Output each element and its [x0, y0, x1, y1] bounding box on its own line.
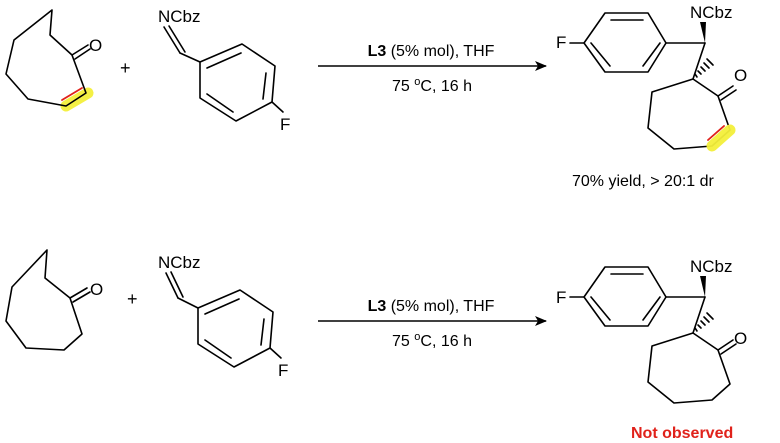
benzene-inner-bonds: [204, 298, 265, 359]
benzene-inner-bonds: [590, 19, 661, 67]
reactant-imine: NCbz F: [158, 253, 288, 380]
not-observed-result: Not observed: [631, 425, 733, 442]
highlight-glow: [706, 124, 736, 152]
imine-nitrogen-label: NCbz: [158, 253, 201, 272]
reactant-cycloheptenone: O: [5, 9, 102, 112]
imine-nitrogen-label: NCbz: [158, 7, 201, 26]
benzene-ring: [197, 289, 274, 368]
wedge-bond-n: [700, 276, 706, 297]
yield-dr-result: 70% yield, > 20:1 dr: [572, 173, 715, 190]
benzene-ring: [583, 12, 667, 73]
alkene-second-bond: [707, 125, 725, 141]
oxygen-label: O: [89, 36, 102, 55]
reaction-1: O + NCbz F L3 (5% mol), THF 75 oC, 16 h …: [5, 3, 747, 190]
reaction-arrow-2: L3 (5% mol), THF 75 oC, 16 h: [318, 298, 547, 350]
imine-nitrogen-label: NCbz: [690, 257, 733, 276]
reaction-arrow-1: L3 (5% mol), THF 75 oC, 16 h: [318, 43, 547, 95]
catalyst-label: L3: [368, 298, 387, 315]
reaction-2: O + NCbz F L3 (5% mol), THF 75 oC, 16 h …: [5, 249, 747, 442]
imine-bonds: [163, 25, 186, 54]
fluorine-label: F: [280, 115, 290, 134]
wedge-bond-n: [700, 22, 706, 43]
plus-sign: +: [120, 58, 131, 78]
methyl-hash: [694, 312, 714, 332]
carbonyl-bond: [717, 85, 737, 101]
benzene-inner-bonds: [206, 52, 267, 113]
imine-bonds: [165, 271, 184, 299]
carbonyl-bond: [69, 287, 91, 303]
ring-bonds: [647, 332, 731, 404]
conditions-line1: L3 (5% mol), THF: [368, 298, 495, 315]
catalyst-label: L3: [368, 43, 387, 60]
oxygen-label: O: [734, 66, 747, 85]
benzene-ring: [583, 266, 667, 327]
ch-quaternary-bond: [692, 42, 706, 80]
fluorine-label: F: [278, 361, 288, 380]
aryl-link-bond: [177, 297, 199, 309]
benzene-inner-bonds: [590, 273, 661, 321]
fluorine-label: F: [556, 288, 566, 307]
loading-solvent: (5% mol), THF: [386, 298, 494, 315]
ring-bonds: [647, 78, 731, 150]
carbonyl-bond: [71, 44, 91, 60]
product-1: F NCbz O: [556, 3, 747, 152]
oxygen-label: O: [734, 329, 747, 348]
ch-quaternary-bond: [692, 296, 706, 334]
imine-nitrogen-label: NCbz: [690, 3, 733, 22]
fluorine-label: F: [556, 33, 566, 52]
conditions-line2: 75 oC, 16 h: [392, 76, 472, 95]
benzene-ring: [199, 43, 276, 122]
reactant-imine: NCbz F: [158, 7, 290, 134]
ring-bonds: [5, 249, 83, 351]
plus-sign: +: [127, 289, 138, 309]
c-f-bond: [269, 347, 282, 359]
methyl-hash: [694, 58, 714, 78]
reactant-cycloheptanone: O: [5, 249, 103, 351]
loading-solvent: (5% mol), THF: [386, 43, 494, 60]
carbonyl-bond: [717, 339, 737, 355]
product-2: F NCbz O: [556, 257, 747, 404]
ring-bonds: [5, 9, 87, 107]
alkene-second-bond: [61, 87, 83, 101]
oxygen-label: O: [90, 280, 103, 299]
c-f-bond: [271, 101, 284, 113]
conditions-line2: 75 oC, 16 h: [392, 331, 472, 350]
conditions-line1: L3 (5% mol), THF: [368, 43, 495, 60]
aryl-link-bond: [179, 52, 201, 63]
